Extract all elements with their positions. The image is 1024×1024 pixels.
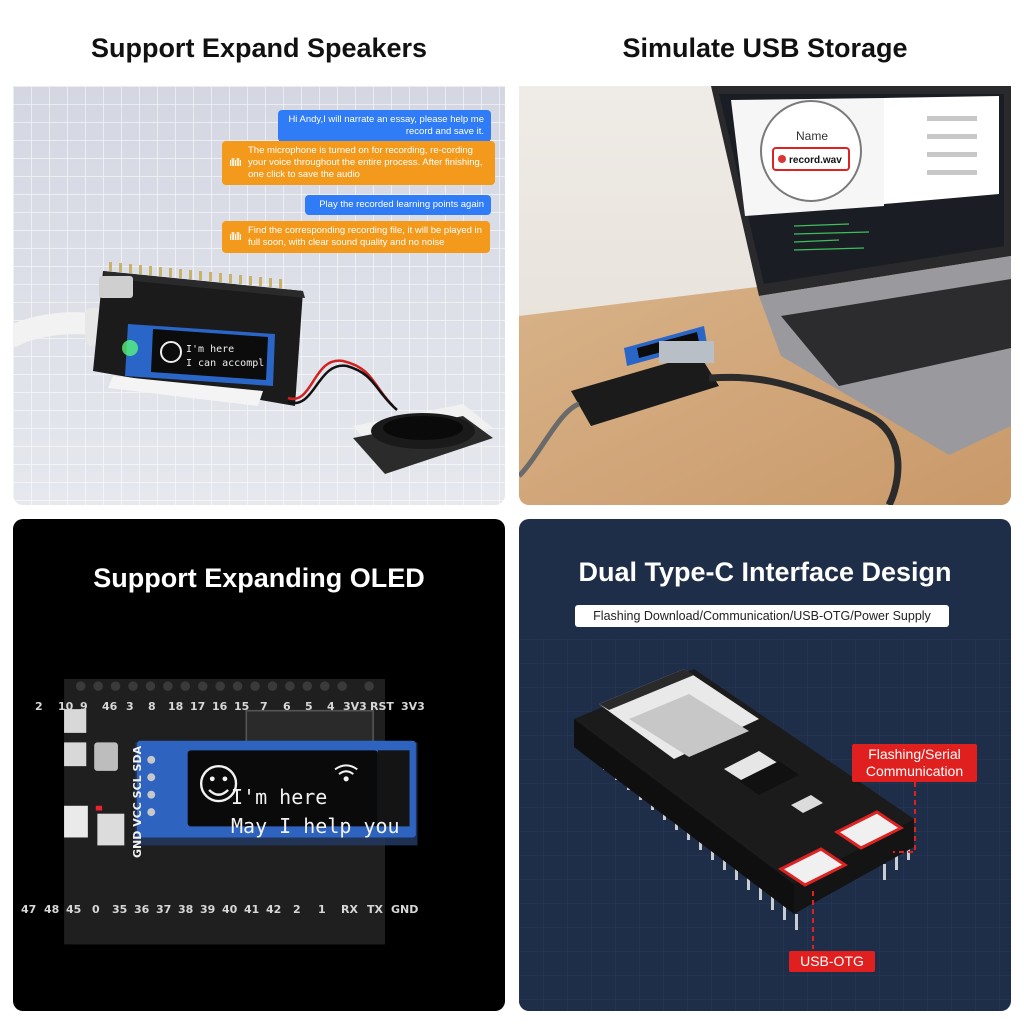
bottom-pin-row: 47 48 45 0 35 36 37 38 39 40 41 42 2 1 R… [21, 903, 419, 916]
chat-bubble-user-1: Hi Andy,I will narrate an essay, please … [278, 110, 491, 142]
status-led [122, 340, 138, 356]
label-flashing-serial: Flashing/Serial Communication [852, 744, 977, 782]
oled-screen [187, 750, 378, 827]
panel-title: Simulate USB Storage [622, 33, 908, 63]
panel-support-expanding-oled: Support Expanding OLED [13, 519, 505, 1011]
label-usb-otg: USB-OTG [789, 951, 875, 972]
file-column-label: Name [796, 129, 828, 143]
usb-c-port-flashing [834, 810, 904, 850]
file-name: record.wav [789, 155, 842, 166]
panel-support-expand-speakers: Support Expand Speakers [13, 13, 505, 505]
sound-wave-icon: ıllıllı [229, 231, 242, 243]
board-illustration [519, 639, 1011, 1011]
audio-file-icon [778, 155, 786, 163]
module-pin-labels: GND VCC SCL SDA [131, 745, 144, 858]
laptop-photo: Name record.wav [519, 86, 1011, 505]
smiley-icon [199, 764, 238, 803]
chat-bubble-assistant-2: ıllıllı Find the corresponding recording… [222, 221, 490, 253]
feature-subtitle: Flashing Download/Communication/USB-OTG/… [575, 605, 949, 627]
chat-bubble-user-2: Play the recorded learning points again [305, 195, 491, 215]
usb-c-port-otg [778, 847, 848, 887]
oled-line-1: I'm here [186, 344, 234, 355]
oled-line-2: May I help you [231, 814, 400, 838]
chat-bubble-assistant-1: ıllıllı The microphone is turned on for … [222, 141, 495, 185]
oled-closeup-photo [64, 679, 454, 945]
smiley-icon [160, 341, 182, 363]
panel-simulate-usb-storage: Simulate USB Storage Name record.wav [519, 13, 1011, 505]
panel-title: Support Expand Speakers [90, 33, 428, 63]
sound-wave-icon: ıllıllı [229, 157, 242, 169]
file-highlight [772, 147, 850, 171]
oled-line-2: I can accompl [186, 358, 264, 369]
usb-cable [708, 373, 902, 505]
panel-title: Dual Type-C Interface Design [578, 557, 952, 587]
panel-dual-type-c: Dual Type-C Interface Design Flashing Do… [519, 519, 1011, 1011]
top-pin-row: 2 10 9 46 3 8 18 17 16 15 7 6 5 4 3V3 RS… [35, 700, 425, 713]
dev-board [571, 354, 719, 426]
wifi-icon [334, 764, 358, 782]
panel-title: Support Expanding OLED [93, 563, 425, 593]
oled-line-1: I'm here [231, 785, 328, 809]
